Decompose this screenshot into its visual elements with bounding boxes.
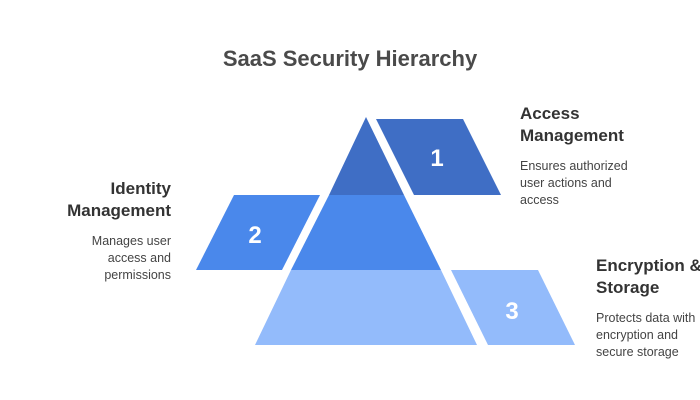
pyramid-tier-top [329, 117, 404, 195]
level-2-number: 2 [248, 222, 261, 249]
level-1-number: 1 [430, 145, 443, 172]
level-3-number: 3 [505, 298, 518, 325]
level-2-description-line-3: permissions [104, 268, 171, 282]
pyramid-tier-middle [291, 195, 441, 270]
level-1-description-line-3: access [520, 193, 559, 207]
level-2-description: Manages user access and permissions [92, 233, 171, 284]
level-1-description-line-1: Ensures authorized [520, 159, 628, 173]
level-1-heading-line-2: Management [520, 126, 624, 145]
level-2-description-line-2: access and [107, 251, 171, 265]
level-2-heading: Identity Management [67, 178, 171, 222]
level-2-heading-line-2: Management [67, 201, 171, 220]
level-3-description: Protects data with encryption and secure… [596, 310, 695, 361]
level-2-heading-line-1: Identity [110, 179, 171, 198]
diagram-title: SaaS Security Hierarchy [222, 46, 478, 71]
level-3-description-line-1: Protects data with [596, 311, 696, 325]
level-2-badge [196, 195, 320, 270]
level-1-badge [376, 119, 501, 195]
level-1-heading-line-1: Access [520, 104, 580, 123]
level-1-description-line-2: user actions and [520, 176, 612, 190]
level-3-badge [451, 270, 575, 345]
level-3-heading-line-1: Encryption & [596, 256, 700, 275]
level-3-heading-line-2: Storage [596, 278, 660, 297]
level-3-description-line-3: secure storage [596, 345, 679, 359]
level-3-heading: Encryption & Storage [596, 255, 700, 299]
pyramid-tier-bottom [255, 270, 477, 345]
level-1-heading: Access Management [520, 103, 624, 147]
level-2-description-line-1: Manages user [91, 234, 171, 248]
level-3-description-line-2: encryption and [596, 328, 679, 342]
level-1-description: Ensures authorized user actions and acce… [520, 158, 628, 209]
